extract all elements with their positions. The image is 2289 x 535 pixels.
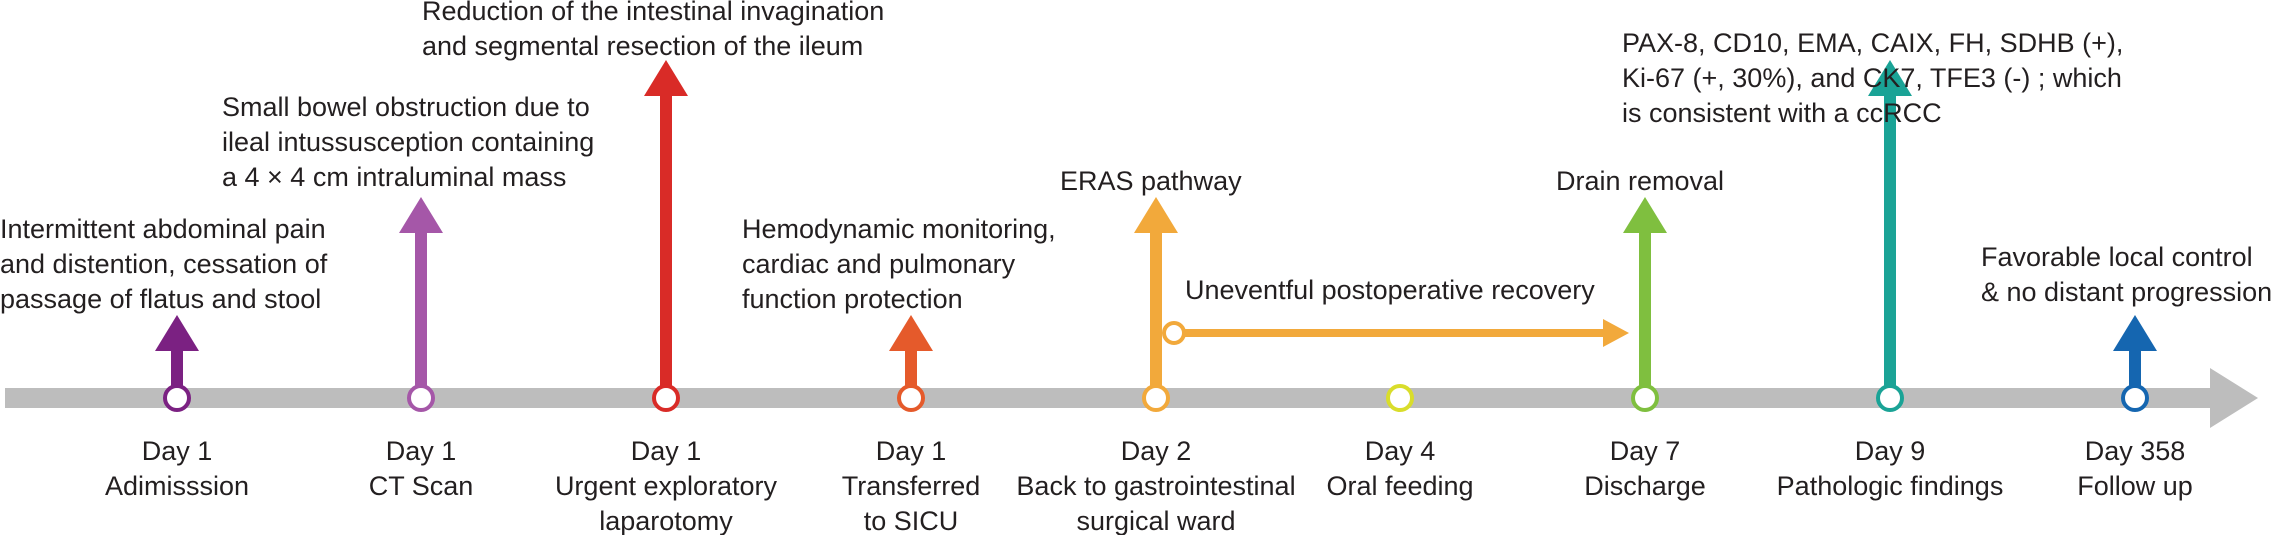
- timeline-event: [644, 60, 688, 412]
- timeline-event: [1134, 197, 1178, 412]
- event-description-line: Ki-67 (+, 30%), and CK7, TFE3 (-) ; whic…: [1622, 63, 2122, 93]
- event-description-line: Drain removal: [1556, 166, 1724, 196]
- event-node-marker: [1876, 384, 1904, 412]
- event-description-line: function protection: [742, 284, 963, 314]
- event-arrow-head: [1134, 197, 1178, 233]
- event-node-marker: [2121, 384, 2149, 412]
- event-arrow-head: [644, 60, 688, 96]
- event-title-label: Oral feeding: [1326, 471, 1473, 501]
- event-description-line: PAX-8, CD10, EMA, CAIX, FH, SDHB (+),: [1622, 28, 2123, 58]
- event-arrow-head: [399, 197, 443, 233]
- event-title-label: Adimisssion: [105, 471, 249, 501]
- event-title-label: Pathologic findings: [1777, 471, 2004, 501]
- event-description-line: Intermittent abdominal pain: [0, 214, 326, 244]
- event-arrow-shaft: [415, 231, 427, 398]
- event-node-marker: [652, 384, 680, 412]
- event-description-line: ileal intussusception containing: [222, 127, 594, 157]
- event-title-label: Back to gastrointestinal: [1016, 471, 1295, 501]
- event-day-label: Day 7: [1610, 436, 1681, 466]
- event-node-marker: [407, 384, 435, 412]
- event-day-label: Day 1: [876, 436, 947, 466]
- event-day-label: Day 9: [1855, 436, 1926, 466]
- event-arrow-shaft: [1884, 94, 1896, 398]
- timeline-event: [1623, 197, 1667, 412]
- event-arrow-shaft: [1150, 231, 1162, 398]
- event-day-label: Day 4: [1365, 436, 1436, 466]
- event-node-marker: [1386, 384, 1414, 412]
- event-description-line: is consistent with a ccRCC: [1622, 98, 1942, 128]
- event-description-line: Favorable local control: [1981, 242, 2253, 272]
- event-description-line: and distention, cessation of: [0, 249, 328, 279]
- timeline-event: [1386, 384, 1414, 412]
- timeline-axis: [5, 388, 2212, 408]
- event-day-label: Day 358: [2085, 436, 2186, 466]
- timeline-event: [2113, 315, 2157, 412]
- event-arrow-head: [1868, 60, 1912, 96]
- timeline-event: [155, 315, 199, 412]
- event-title-label: surgical ward: [1076, 506, 1235, 535]
- event-title-label: Discharge: [1584, 471, 1706, 501]
- event-node-marker: [1142, 384, 1170, 412]
- event-arrow-head: [2113, 315, 2157, 351]
- event-arrow-head: [155, 315, 199, 351]
- event-title-label: to SICU: [864, 506, 959, 535]
- event-description-line: cardiac and pulmonary: [742, 249, 1016, 279]
- event-arrow-shaft: [1639, 231, 1651, 398]
- event-title-label: CT Scan: [369, 471, 474, 501]
- event-description-line: a 4 × 4 cm intraluminal mass: [222, 162, 566, 192]
- recovery-span-arrowhead: [1603, 319, 1629, 347]
- event-description-line: Hemodynamic monitoring,: [742, 214, 1056, 244]
- timeline-axis-arrowhead: [2210, 368, 2258, 428]
- event-description-line: & no distant progression: [1981, 277, 2272, 307]
- event-description-line: Reduction of the intestinal invagination: [422, 0, 884, 26]
- event-day-label: Day 1: [631, 436, 702, 466]
- event-day-label: Day 2: [1121, 436, 1192, 466]
- event-title-label: Follow up: [2077, 471, 2193, 501]
- event-node-marker: [163, 384, 191, 412]
- recovery-span-label: Uneventful postoperative recovery: [1185, 275, 1595, 305]
- event-arrow-head: [1623, 197, 1667, 233]
- event-description-line: Small bowel obstruction due to: [222, 92, 590, 122]
- recovery-span-start-marker: [1162, 321, 1186, 345]
- timeline-event: [1868, 60, 1912, 412]
- event-title-label: Urgent exploratory: [555, 471, 778, 501]
- event-title-label: laparotomy: [599, 506, 733, 535]
- event-day-label: Day 1: [386, 436, 457, 466]
- timeline-event: [889, 315, 933, 412]
- event-description-line: passage of flatus and stool: [0, 284, 321, 314]
- event-day-label: Day 1: [142, 436, 213, 466]
- event-description-line: and segmental resection of the ileum: [422, 31, 863, 61]
- event-arrow-shaft: [660, 94, 672, 398]
- event-title-label: Transferred: [842, 471, 981, 501]
- event-arrow-head: [889, 315, 933, 351]
- timeline-event: [399, 197, 443, 412]
- event-node-marker: [897, 384, 925, 412]
- event-description-line: ERAS pathway: [1060, 166, 1242, 196]
- event-node-marker: [1631, 384, 1659, 412]
